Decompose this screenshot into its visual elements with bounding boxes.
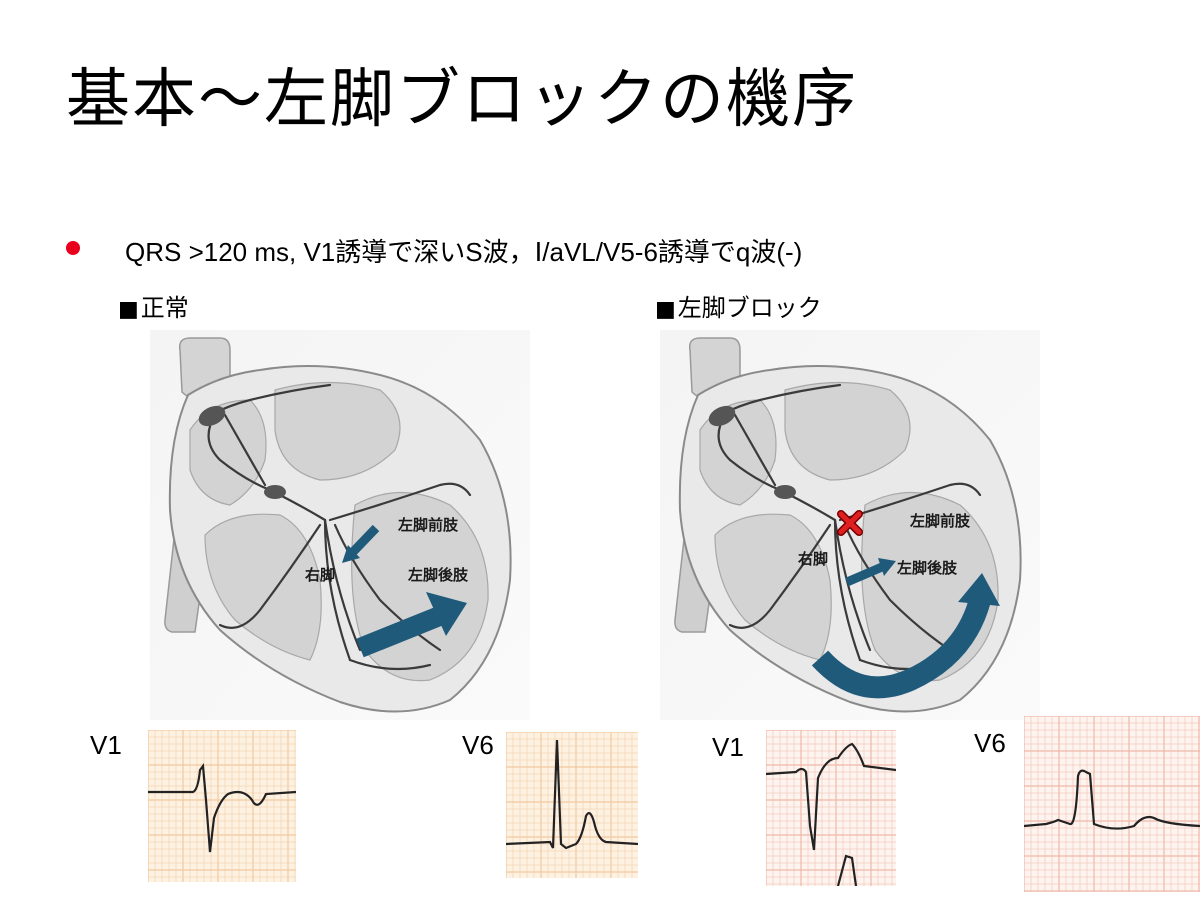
ecg-paper	[148, 730, 296, 882]
lbbb-heart-diagram: 左脚前肢 右脚 左脚後肢	[660, 330, 1040, 720]
ecg-lbbb-v1	[766, 730, 896, 886]
sa-node	[198, 405, 226, 427]
arrow-left-anterior-head	[342, 545, 360, 563]
ecg-trace-lower	[836, 854, 858, 886]
sa-node	[708, 405, 736, 427]
label-left-anterior: 左脚前肢	[909, 512, 971, 530]
conduction-system	[717, 383, 982, 671]
lead-label-lbbb-v1: V1	[712, 732, 744, 762]
av-node	[264, 485, 286, 499]
normal-heading-text: 正常	[140, 294, 189, 322]
normal-heading: ■正常	[118, 288, 189, 323]
ecg-grid	[506, 732, 638, 878]
ecg-paper	[766, 730, 896, 886]
arrow-posterior-big	[356, 605, 446, 658]
label-left-anterior: 左脚前肢	[397, 516, 459, 534]
right-ventricle	[204, 513, 322, 661]
ecg-grid	[766, 730, 896, 886]
ecg-grid	[148, 730, 296, 882]
arrow-right-bundle-head	[878, 558, 896, 576]
arrow-posterior-big-head	[426, 592, 467, 636]
left-atrium	[274, 381, 401, 481]
ecg-normal-v6	[506, 732, 638, 878]
ecg-trace	[1024, 769, 1200, 830]
label-right-bundle: 右脚	[798, 550, 828, 568]
heading-marker: ■	[655, 297, 676, 322]
av-node	[774, 485, 796, 499]
label-left-posterior: 左脚後肢	[407, 566, 469, 584]
arrow-curved-big-head	[958, 573, 1000, 606]
lbbb-heading: ■左脚ブロック	[655, 288, 822, 323]
bullet-dot	[66, 241, 80, 255]
ecg-paper	[1024, 716, 1200, 892]
right-ventricle	[714, 513, 832, 661]
lead-label-lbbb-v6: V6	[974, 728, 1006, 758]
slide-title: 基本～左脚ブロックの機序	[66, 63, 858, 137]
ecg-trace	[506, 739, 638, 850]
ecg-paper	[506, 732, 638, 878]
lead-label-normal-v1: V1	[90, 730, 122, 760]
block-x-icon	[837, 510, 863, 536]
ecg-trace	[148, 763, 296, 853]
normal-heart-diagram: 左脚前肢 右脚 左脚後肢	[150, 330, 530, 720]
label-right-bundle: 右脚	[305, 566, 335, 584]
left-atrium	[784, 381, 911, 481]
lbbb-heading-text: 左脚ブロック	[677, 294, 822, 322]
arrow-curved-big	[811, 596, 991, 699]
bullet-text: QRS >120 ms, V1誘導で深いS波，Ⅰ/aVL/V5-6誘導でq波(-…	[125, 237, 803, 267]
lead-label-normal-v6: V6	[462, 730, 494, 760]
heading-marker: ■	[118, 297, 139, 322]
ecg-trace	[766, 742, 896, 851]
arrow-left-anterior	[348, 524, 380, 557]
label-left-posterior: 左脚後肢	[896, 559, 958, 577]
ecg-lbbb-v6	[1024, 716, 1200, 892]
ecg-normal-v1	[148, 730, 296, 882]
arrow-right-bundle	[845, 562, 884, 587]
